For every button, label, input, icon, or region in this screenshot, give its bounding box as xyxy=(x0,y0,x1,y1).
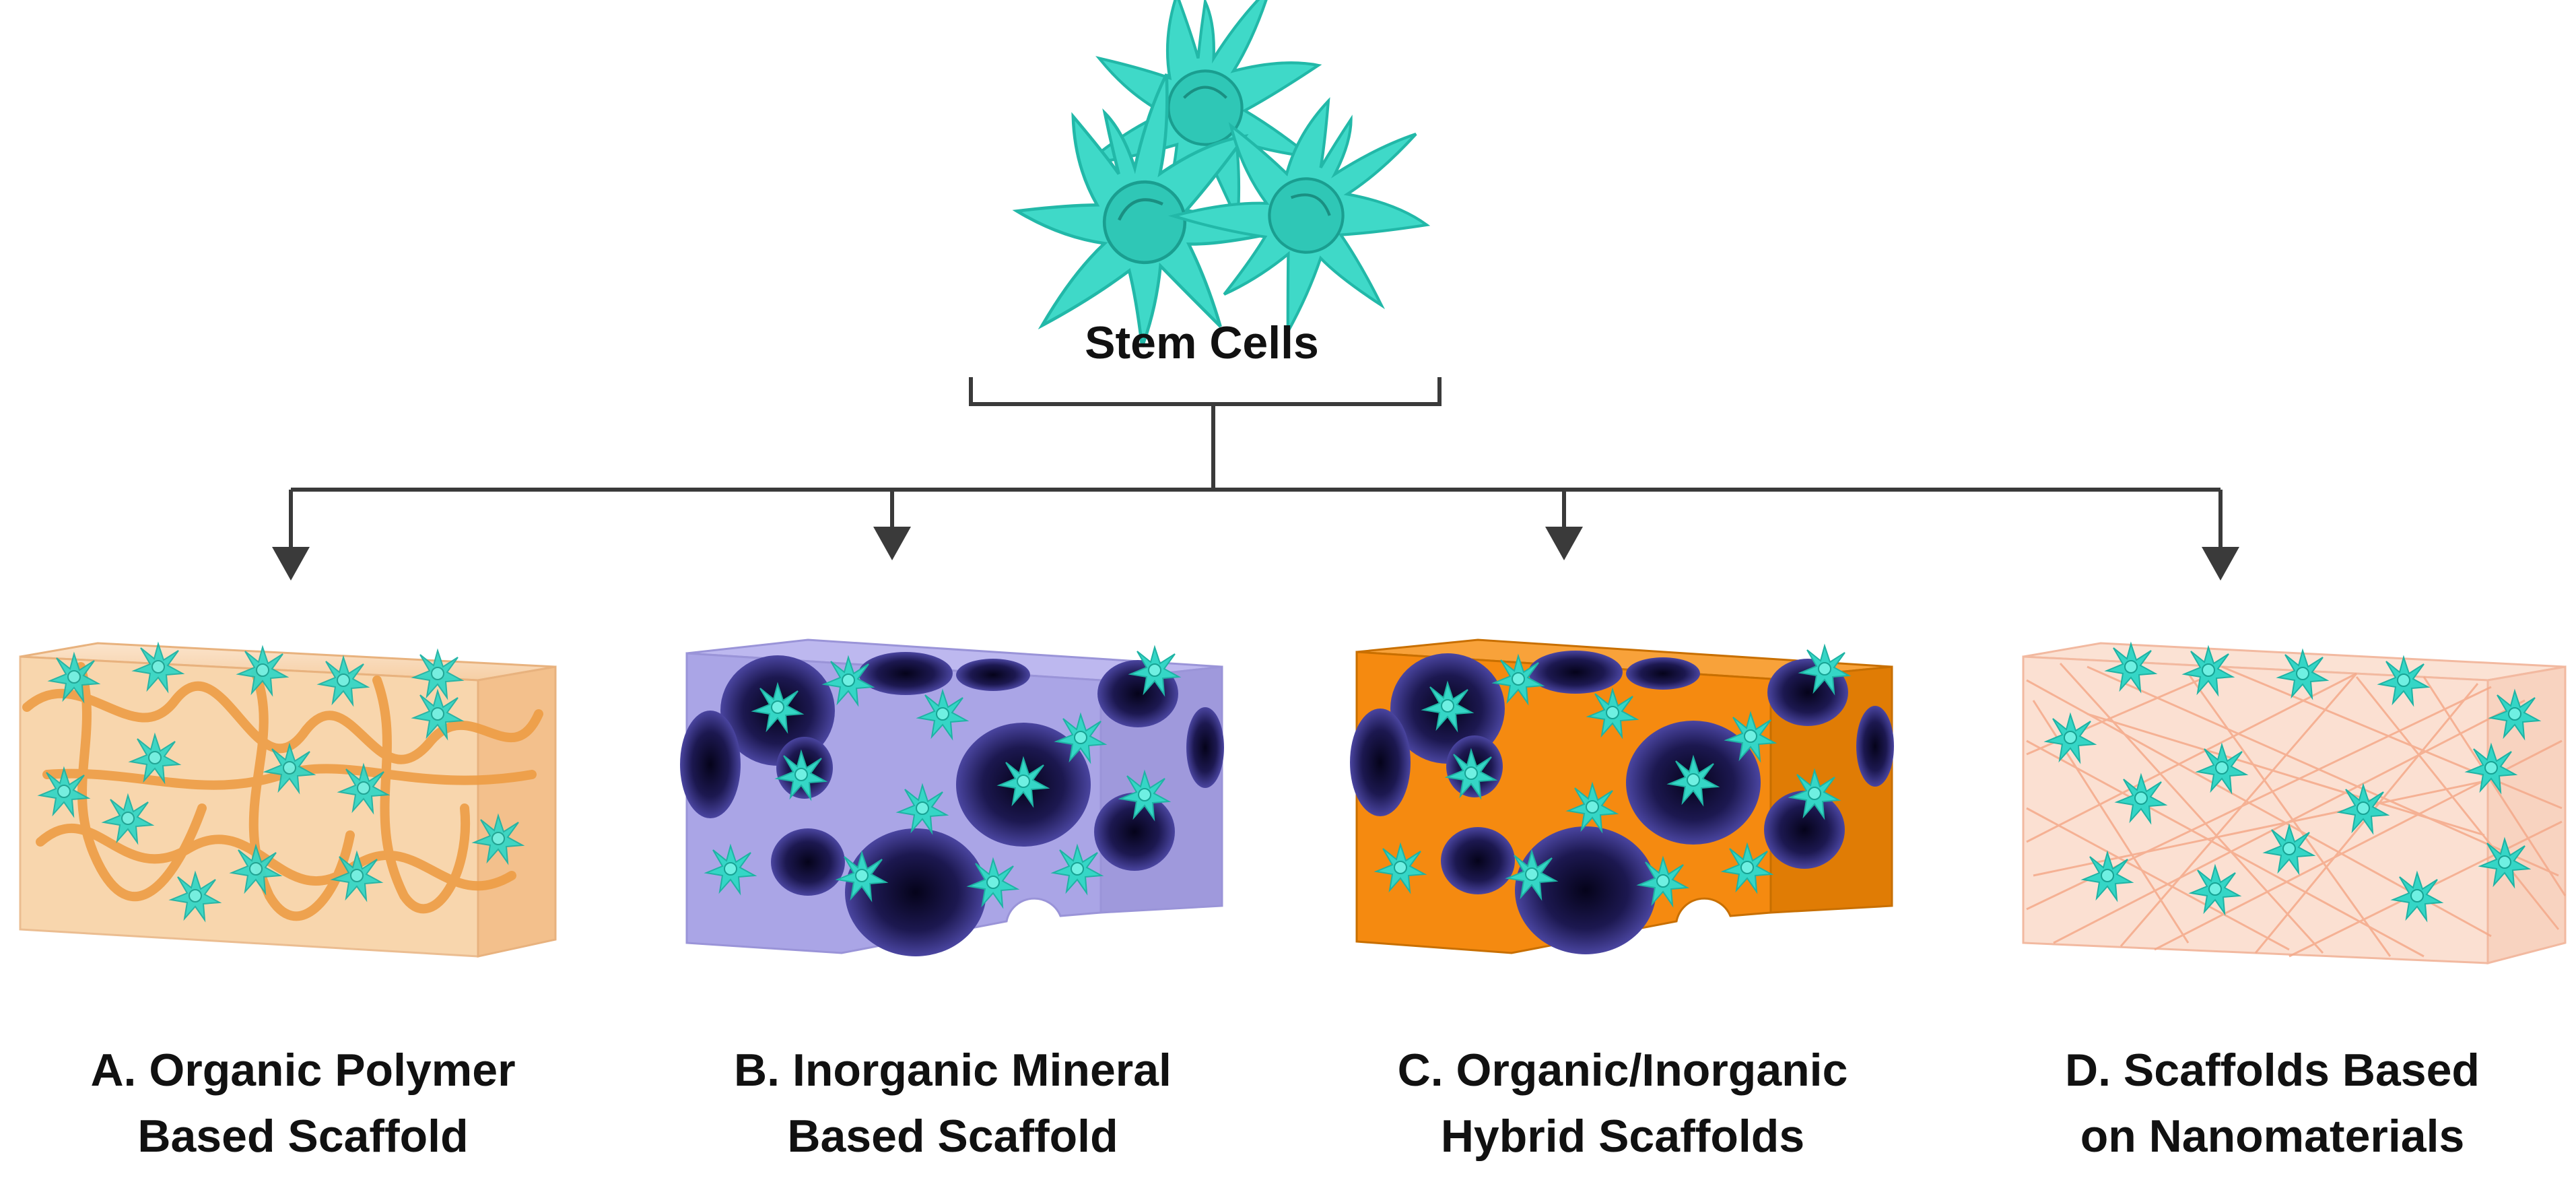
organic-polymer-scaffold-icon xyxy=(19,642,557,958)
branch-c-line1: C. Organic/Inorganic xyxy=(1397,1045,1848,1096)
inorganic-mineral-scaffold-icon xyxy=(680,638,1224,956)
arrow-down-d-icon xyxy=(2202,547,2239,581)
arrow-down-c-icon xyxy=(1545,527,1583,560)
tree-connector xyxy=(289,377,2223,549)
arrowheads xyxy=(272,527,2239,581)
branch-a-line2: Based Scaffold xyxy=(137,1111,469,1162)
branch-label-b: B. Inorganic Mineral Based Scaffold xyxy=(677,1037,1229,1169)
branch-d-line2: on Nanomaterials xyxy=(2080,1111,2465,1162)
branch-label-d: D. Scaffolds Based on Nanomaterials xyxy=(1996,1037,2548,1169)
branch-label-c: C. Organic/Inorganic Hybrid Scaffolds xyxy=(1347,1037,1899,1169)
nanomaterial-scaffold-icon xyxy=(2022,642,2567,964)
branch-b-line1: B. Inorganic Mineral xyxy=(734,1045,1172,1096)
branch-a-line1: A. Organic Polymer xyxy=(90,1045,516,1096)
hybrid-scaffold-icon xyxy=(1350,638,1894,954)
arrow-down-b-icon xyxy=(873,527,911,560)
branch-c-line2: Hybrid Scaffolds xyxy=(1440,1111,1805,1162)
root-label: Stem Cells xyxy=(1085,317,1319,368)
branch-b-line2: Based Scaffold xyxy=(787,1111,1118,1162)
branch-label-a: A. Organic Polymer Based Scaffold xyxy=(27,1037,579,1169)
arrow-down-a-icon xyxy=(272,547,310,581)
branch-d-line1: D. Scaffolds Based xyxy=(2065,1045,2480,1096)
